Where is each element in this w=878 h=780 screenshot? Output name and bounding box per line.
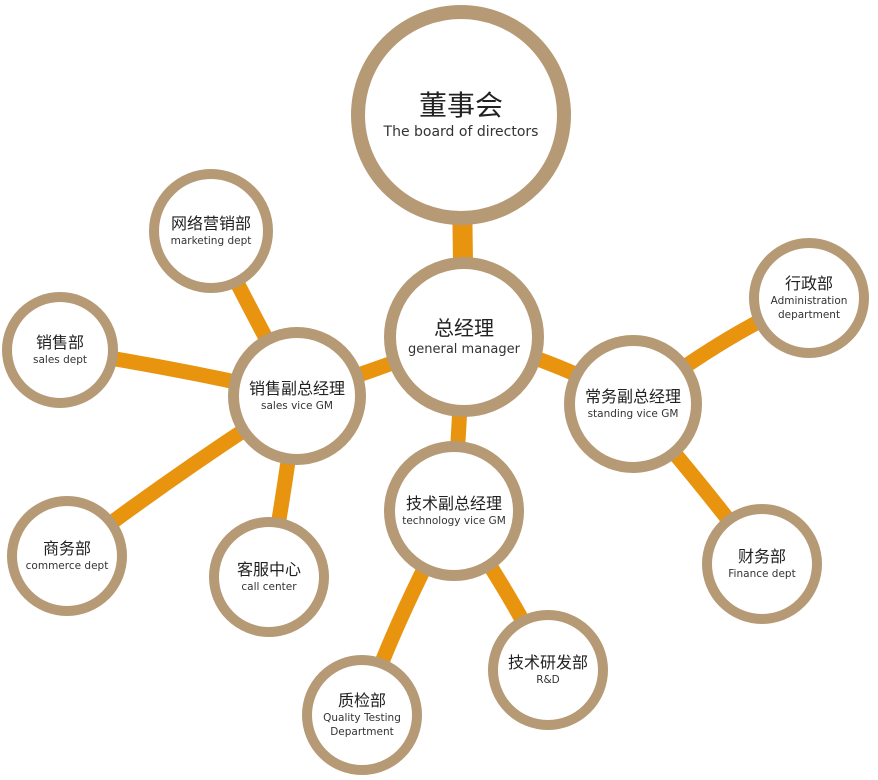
node-standing-vp: 常务副总经理 standing vice GM	[564, 335, 702, 473]
node-sales: 销售部 sales dept	[2, 292, 118, 408]
node-title-en: general manager	[408, 342, 520, 357]
node-title-en: marketing dept	[170, 235, 252, 247]
node-title-en: sales vice GM	[261, 400, 333, 412]
node-title-zh: 销售副总经理	[248, 379, 345, 398]
node-title-zh: 董事会	[418, 89, 503, 122]
node-title-zh: 总经理	[434, 316, 494, 340]
node-title-zh: 行政部	[784, 274, 833, 293]
node-rd: 技术研发部 R&D	[488, 610, 608, 730]
node-call: 客服中心 call center	[209, 517, 329, 637]
node-commerce: 商务部 commerce dept	[7, 496, 127, 616]
node-tech-vp: 技术副总经理 technology vice GM	[384, 441, 524, 581]
node-title-en: call center	[241, 581, 297, 593]
node-title-zh: 技术研发部	[507, 653, 588, 672]
node-marketing: 网络营销部 marketing dept	[149, 169, 273, 293]
node-title-zh: 客服中心	[236, 560, 301, 579]
node-title-zh: 财务部	[737, 547, 786, 566]
node-gm: 总经理 general manager	[384, 257, 544, 417]
node-title-zh: 质检部	[337, 691, 386, 710]
node-quality: 质检部 Quality Testing Department	[302, 655, 422, 775]
node-title-zh: 商务部	[42, 539, 91, 558]
node-title-en: commerce dept	[25, 560, 109, 572]
node-finance: 财务部 Finance dept	[702, 504, 822, 624]
node-title-zh: 常务副总经理	[584, 387, 681, 406]
node-board: 董事会 The board of directors	[351, 5, 571, 225]
node-sales-vp: 销售副总经理 sales vice GM	[228, 327, 366, 465]
node-admin: 行政部 Administration department	[749, 238, 869, 358]
node-title-zh: 技术副总经理	[405, 494, 502, 513]
node-title-en: Administration department	[770, 295, 848, 321]
node-title-en: standing vice GM	[587, 408, 679, 420]
node-title-en: The board of directors	[383, 124, 539, 140]
node-title-en: sales dept	[33, 354, 87, 366]
node-title-en: Finance dept	[728, 568, 796, 580]
node-title-zh: 网络营销部	[170, 214, 251, 233]
node-title-en: technology vice GM	[402, 515, 506, 527]
node-title-en: R&D	[536, 674, 560, 686]
node-title-zh: 销售部	[35, 333, 84, 352]
node-title-en: Quality Testing Department	[323, 712, 401, 738]
